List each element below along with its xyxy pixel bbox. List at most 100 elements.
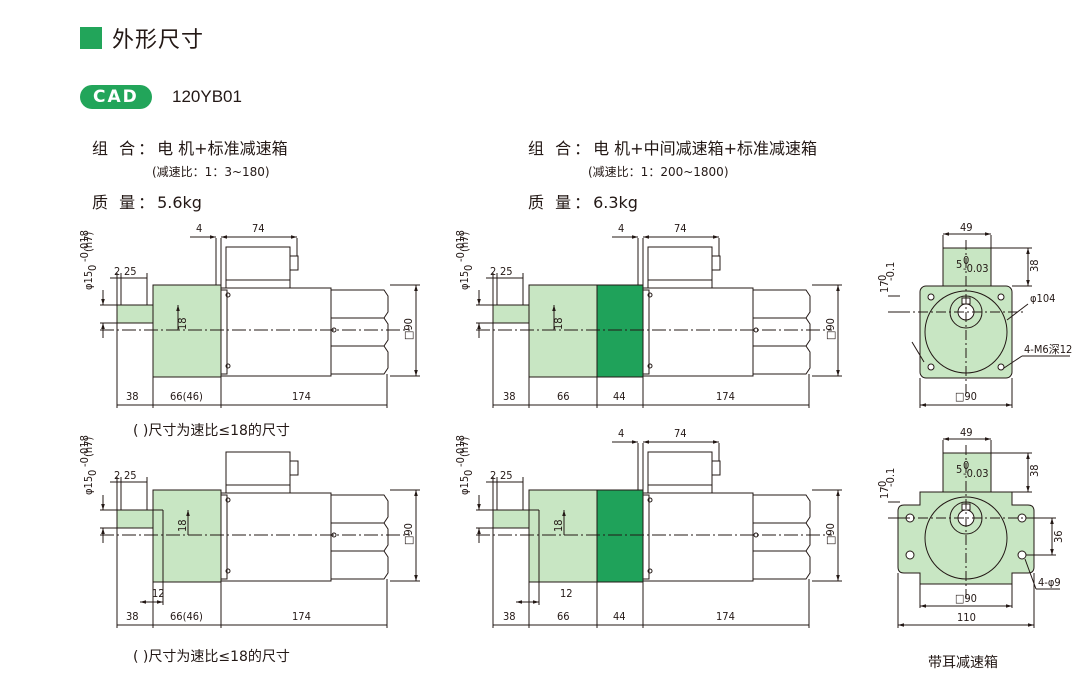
ear-caption: 带耳减速箱 — [928, 655, 998, 671]
dim-shaft-tol-lower-b: -0.018 — [78, 435, 91, 467]
dim-66-rb: 66 — [557, 610, 570, 623]
dim-4-rb: 4 — [618, 427, 624, 440]
left-mass-value: 5.6kg — [157, 193, 202, 212]
section-title-text: 外形尺寸 — [112, 28, 205, 53]
dim-104: φ104 — [1030, 292, 1055, 305]
dim-phi9: 4-φ9 — [1038, 576, 1061, 589]
right-mass: 质 量：6.3kg — [528, 189, 638, 213]
dim-17-tol-up-b: 0 — [876, 481, 889, 487]
dim-shaft-tol-upper-rt: 0 — [462, 265, 475, 271]
dims-right-bottom-text: 4 74 2 25 12 38 66 44 174 □90 18 φ15 -0.… — [454, 427, 837, 623]
dim-m6: 4-M6深12 — [1024, 343, 1072, 356]
dim-38-rb: 38 — [503, 610, 516, 623]
right-mass-label: 质 量： — [528, 193, 594, 212]
dim-shaft-tol-lower-rt: -0.018 — [454, 230, 467, 262]
dim-44-rb: 44 — [613, 610, 626, 623]
right-mass-value: 6.3kg — [593, 193, 638, 212]
dim-shaft-rt: φ15 — [458, 271, 471, 290]
dim-5-tol-up: 0 — [963, 254, 969, 267]
dim-90-rt: □90 — [824, 318, 837, 340]
dim-18-rt: 18 — [552, 317, 565, 330]
section-square-icon — [80, 27, 102, 49]
right-combination: 组 合：电 机+中间减速箱+标准减速箱 — [528, 135, 817, 159]
dim-25-rb: 25 — [500, 469, 513, 482]
dim-74-rt: 74 — [674, 222, 687, 235]
left-ratio: (减速比：1：3~180) — [152, 165, 270, 179]
dim-2-b: 2 — [114, 469, 120, 482]
dim-18-b: 18 — [176, 519, 189, 532]
paren-note-bottom: ( )尺寸为速比≤18的尺寸 — [133, 649, 290, 665]
model-number: 120YB01 — [172, 87, 242, 106]
dim-49: 49 — [960, 221, 973, 234]
front-view-bottom — [888, 437, 1060, 628]
dim-74-rb: 74 — [674, 427, 687, 440]
dim-4: 4 — [196, 222, 202, 235]
front-view-bottom-text: 49 38 5 -0.03 0 17 -0.1 0 36 4-φ9 □90 11… — [876, 426, 1065, 624]
dim-38-rt: 38 — [503, 390, 516, 403]
dim-25-b: 25 — [124, 469, 137, 482]
paren-note-top: ( )尺寸为速比≤18的尺寸 — [133, 423, 290, 439]
dim-90-fvb: □90 — [955, 592, 977, 605]
dim-25: 25 — [124, 265, 137, 278]
dim-174: 174 — [292, 390, 311, 403]
front-view-top-text: 49 38 5 -0.03 0 17 -0.1 0 φ104 4-M6深12 □… — [876, 221, 1072, 403]
dims-left-bottom-text: 2 25 12 38 66(46) 174 □90 18 φ15 -0.018 … — [78, 435, 415, 623]
dim-shaft-rb: φ15 — [458, 476, 471, 495]
dim-shaft-tol-lower: -0.018 — [78, 230, 91, 262]
left-mass: 质 量：5.6kg — [92, 189, 202, 213]
drawing-left-top — [100, 235, 420, 408]
dim-5: 5 — [956, 258, 962, 271]
dim-38-fv: 38 — [1028, 259, 1041, 272]
dim-17-tol: -0.1 — [884, 262, 897, 281]
dim-110: 110 — [957, 611, 976, 624]
dim-5-b: 5 — [956, 463, 962, 476]
dim-174-rt: 174 — [716, 390, 735, 403]
dim-fit-rb: (h7) — [458, 437, 471, 457]
dim-2-rb: 2 — [490, 469, 496, 482]
cad-button[interactable]: CAD — [80, 85, 152, 109]
dim-38-fvb: 38 — [1028, 464, 1041, 477]
dim-shaft-tol-lower-rb: -0.018 — [454, 435, 467, 467]
dim-17-tol-up: 0 — [876, 275, 889, 281]
dim-shaft-tol-upper: 0 — [86, 265, 99, 271]
dim-4-rt: 4 — [618, 222, 624, 235]
dim-174-rb: 174 — [716, 610, 735, 623]
dims-left-top-text: 4 74 2 25 38 66(46) 174 □90 18 φ15 -0.01… — [78, 222, 415, 403]
drawing-right-top — [476, 235, 842, 408]
dim-18-rb: 18 — [552, 519, 565, 532]
drawing-left-bottom — [100, 451, 420, 628]
right-combination-value: 电 机+中间减速箱+标准减速箱 — [593, 139, 817, 158]
dim-2: 2 — [114, 265, 120, 278]
dim-2-rt: 2 — [490, 265, 496, 278]
dim-fit: (h7) — [82, 232, 95, 252]
dim-36: 36 — [1052, 530, 1065, 543]
dim-44-rt: 44 — [613, 390, 626, 403]
left-combination-label: 组 合： — [92, 139, 158, 158]
dim-90-fv: □90 — [955, 390, 977, 403]
dim-90-b: □90 — [402, 523, 415, 545]
right-ratio: (减速比：1：200~1800) — [588, 165, 729, 179]
dim-17-b: 17 — [878, 486, 891, 499]
dim-90-rb: □90 — [824, 523, 837, 545]
drawing-right-bottom — [476, 440, 842, 628]
dim-shaft-tol-upper-rb: 0 — [462, 470, 475, 476]
dim-fit-rt: (h7) — [458, 232, 471, 252]
dim-5-tol: -0.03 — [963, 262, 989, 275]
dim-17-tol-b: -0.1 — [884, 468, 897, 487]
dim-shaft-tol-upper-b: 0 — [86, 470, 99, 476]
right-combination-label: 组 合： — [528, 139, 594, 158]
front-view-top — [888, 232, 1070, 408]
dim-fit-b: (h7) — [82, 437, 95, 457]
dim-66-46: 66(46) — [170, 390, 203, 403]
dim-5-tol-up-b: 0 — [963, 459, 969, 472]
dim-5-tol-b: -0.03 — [963, 467, 989, 480]
dims-right-top-text: 4 74 2 25 38 66 44 174 □90 18 φ15 -0.018… — [454, 222, 837, 403]
dim-12-rb: 12 — [560, 587, 573, 600]
dim-38: 38 — [126, 390, 139, 403]
dim-18: 18 — [176, 317, 189, 330]
dim-shaft-b: φ15 — [82, 476, 95, 495]
dim-90: □90 — [402, 318, 415, 340]
dim-25-rt: 25 — [500, 265, 513, 278]
dim-174-b: 174 — [292, 610, 311, 623]
